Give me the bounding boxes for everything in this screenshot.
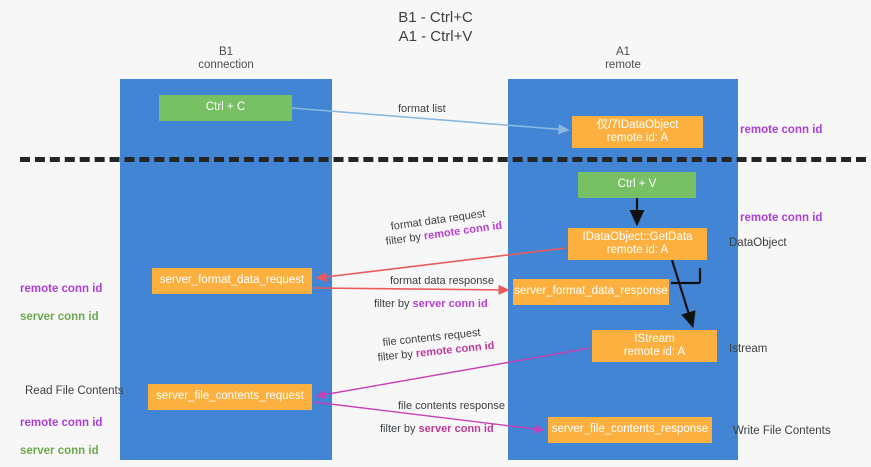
filter-by-text: filter by [385,230,425,248]
arrow-label-format-data-response: format data response [390,275,494,287]
lane-header-b1: B1 connection [198,46,254,71]
label-server-conn-id-left-2: server conn id [20,445,99,457]
box-server-format-data-request[interactable]: server_format_data_request [152,268,312,294]
arrow-label-filter-server-conn-id-2: filter by server conn id [380,423,494,435]
label-server-conn-id-left: server conn id [20,311,99,323]
box-ctrl-c[interactable]: Ctrl + C [159,95,292,121]
label-remote-conn-id-left-2: remote conn id [20,417,103,429]
page-title: B1 - Ctrl+C A1 - Ctrl+V [398,9,473,45]
lane-header-a1: A1 remote [605,46,641,71]
label-dataobject: DataObject [729,237,787,249]
box-server-format-data-response[interactable]: server_format_data_response [513,279,669,305]
box-server-file-contents-request[interactable]: server_file_contents_request [148,384,312,410]
arrow-label-format-list: format list [398,103,446,115]
server-conn-id-emphasis: server conn id [412,298,488,310]
section-divider [20,157,866,162]
box-istream[interactable]: IStream remote id: A [592,330,717,362]
box-ctrl-v[interactable]: Ctrl + V [578,172,696,198]
arrow-label-file-contents-response: file contents response [398,400,506,412]
box-idataobject[interactable]: 仅/7IDataObject remote id: A [572,116,703,148]
box-idataobject-getdata[interactable]: IDataObject::GetData remote id: A [568,228,707,260]
label-remote-conn-id-top: remote conn id [740,124,823,136]
label-remote-conn-id-left: remote conn id [20,283,103,295]
label-write-file-contents: Write File Contents [733,425,831,437]
label-remote-conn-id-mid: remote conn id [740,212,823,224]
filter-by-text-2: filter by [374,298,413,310]
label-read-file-contents: Read File Contents [25,385,124,397]
label-left-conn-ids-upper: remote conn id server conn id [20,268,102,338]
filter-by-text-4: filter by [380,423,419,435]
filter-by-text-3: filter by [377,347,417,364]
server-conn-id-emphasis-2: server conn id [418,423,494,435]
label-left-conn-ids-lower: remote conn id server conn id [20,402,102,467]
arrow-label-filter-server-conn-id: filter by server conn id [374,298,488,310]
box-server-file-contents-response[interactable]: server_file_contents_response [548,417,712,443]
label-istream: Istream [729,343,768,355]
